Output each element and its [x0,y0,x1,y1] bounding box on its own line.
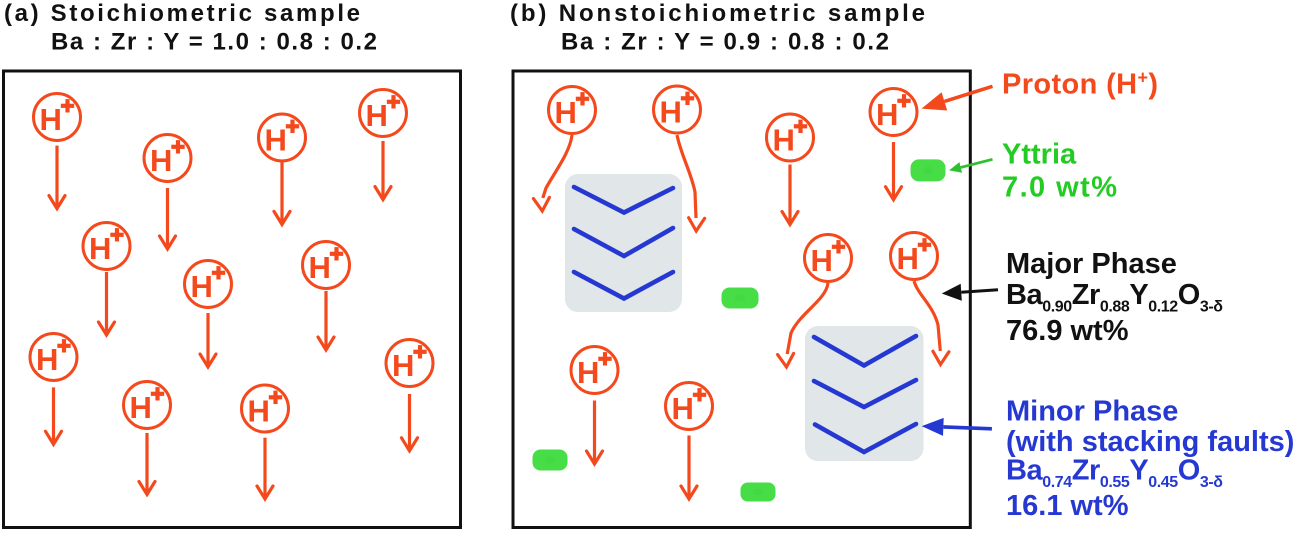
svg-text:Ba : Zr : Y = 0.9 : 0.8 : 0.2: Ba : Zr : Y = 0.9 : 0.8 : 0.2 [561,29,889,56]
svg-text:Yttria: Yttria [1002,139,1077,171]
svg-text:Ba : Zr : Y = 1.0 : 0.8 : 0.2: Ba : Zr : Y = 1.0 : 0.8 : 0.2 [51,29,377,56]
svg-text:(a) Stoichiometric sample: (a) Stoichiometric sample [4,0,360,27]
svg-text:Major Phase: Major Phase [1006,248,1177,280]
svg-text:(with stacking faults): (with stacking faults) [1006,426,1294,458]
svg-text:76.9 wt%: 76.9 wt% [1006,315,1129,347]
svg-text:7.0 wt%: 7.0 wt% [1002,172,1117,204]
svg-text:16.1 wt%: 16.1 wt% [1006,490,1129,522]
svg-text:Minor Phase: Minor Phase [1006,396,1178,428]
svg-text:(b) Nonstoichiometric sample: (b) Nonstoichiometric sample [510,0,925,27]
svg-text:Proton (H+): Proton (H+) [1002,68,1158,101]
